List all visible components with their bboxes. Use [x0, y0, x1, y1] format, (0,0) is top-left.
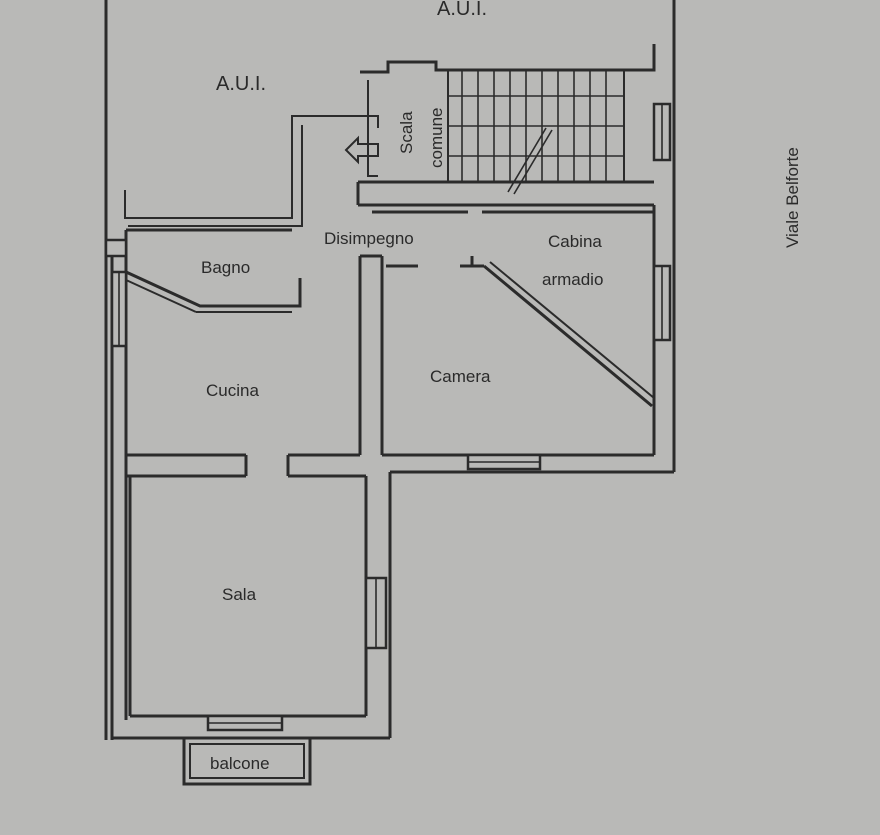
- common-staircase: [356, 44, 672, 205]
- label-aui-left: A.U.I.: [216, 73, 266, 95]
- label-cabina-2: armadio: [542, 270, 603, 289]
- label-camera: Camera: [430, 367, 491, 386]
- windows: [104, 238, 672, 732]
- label-cucina: Cucina: [206, 381, 259, 400]
- building-outline: [104, 0, 676, 740]
- label-aui-top: A.U.I.: [437, 0, 487, 20]
- label-street: Viale Belforte: [783, 147, 802, 248]
- label-cabina-1: Cabina: [548, 232, 602, 251]
- label-bagno: Bagno: [201, 258, 250, 277]
- balcony: [182, 736, 312, 786]
- label-scala-comune-2: comune: [427, 108, 446, 168]
- label-balcone: balcone: [210, 754, 270, 773]
- label-sala: Sala: [222, 585, 257, 604]
- entrance-arrow-icon: [344, 135, 379, 165]
- label-scala-comune-1: Scala: [397, 111, 416, 154]
- label-disimpegno: Disimpegno: [324, 229, 414, 248]
